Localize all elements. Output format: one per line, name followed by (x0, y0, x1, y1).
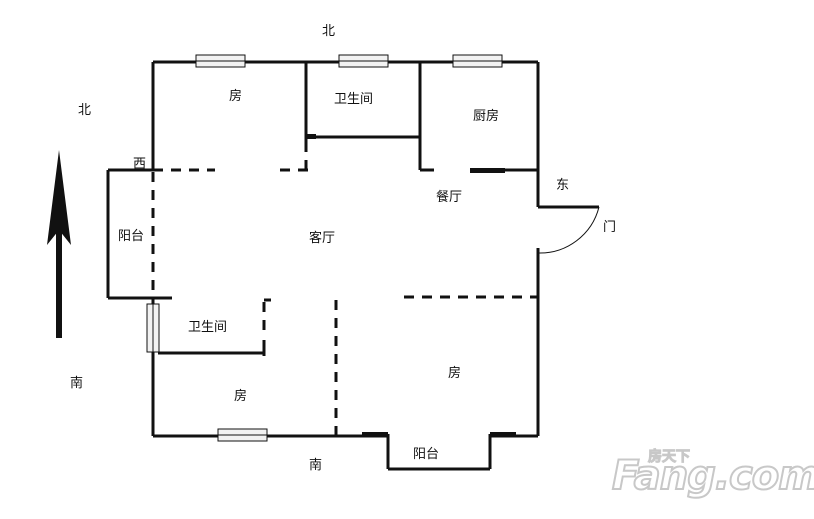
compass-west: 西 (133, 157, 147, 172)
room-bedroom-se: 房 (448, 366, 462, 381)
fang-logo: 房天下 Fang.com (611, 449, 814, 506)
room-bathroom-north: 卫生间 (334, 92, 374, 107)
compass-south-bottom: 南 (309, 458, 323, 473)
room-balcony-west: 阳台 (118, 229, 145, 244)
windows (146, 54, 503, 442)
compass-north-top: 北 (322, 24, 336, 39)
room-bedroom-nw: 房 (229, 89, 243, 104)
window-west (146, 303, 160, 353)
compass-north-left: 北 (78, 103, 92, 118)
room-bathroom-sw: 卫生间 (188, 320, 228, 335)
room-kitchen: 厨房 (473, 109, 500, 124)
room-living: 客厅 (309, 231, 336, 246)
wall-stubs (306, 134, 516, 437)
window-north-2 (338, 54, 389, 68)
compass-east: 东 (556, 178, 570, 193)
room-dining: 餐厅 (436, 190, 463, 205)
room-balcony-south: 阳台 (413, 447, 440, 462)
room-bedroom-sw: 房 (234, 389, 248, 404)
window-north-3 (452, 54, 503, 68)
door-label: 门 (603, 220, 617, 235)
window-north-1 (195, 54, 246, 68)
entrance-door-icon (537, 205, 600, 254)
north-arrow-icon (47, 150, 71, 338)
fang-logo-cn: 房天下 (648, 449, 691, 465)
dashed-partitions (151, 142, 538, 436)
fang-logo-text: Fang.com (611, 453, 814, 499)
window-south (217, 428, 268, 442)
compass-south-left: 南 (70, 376, 84, 391)
